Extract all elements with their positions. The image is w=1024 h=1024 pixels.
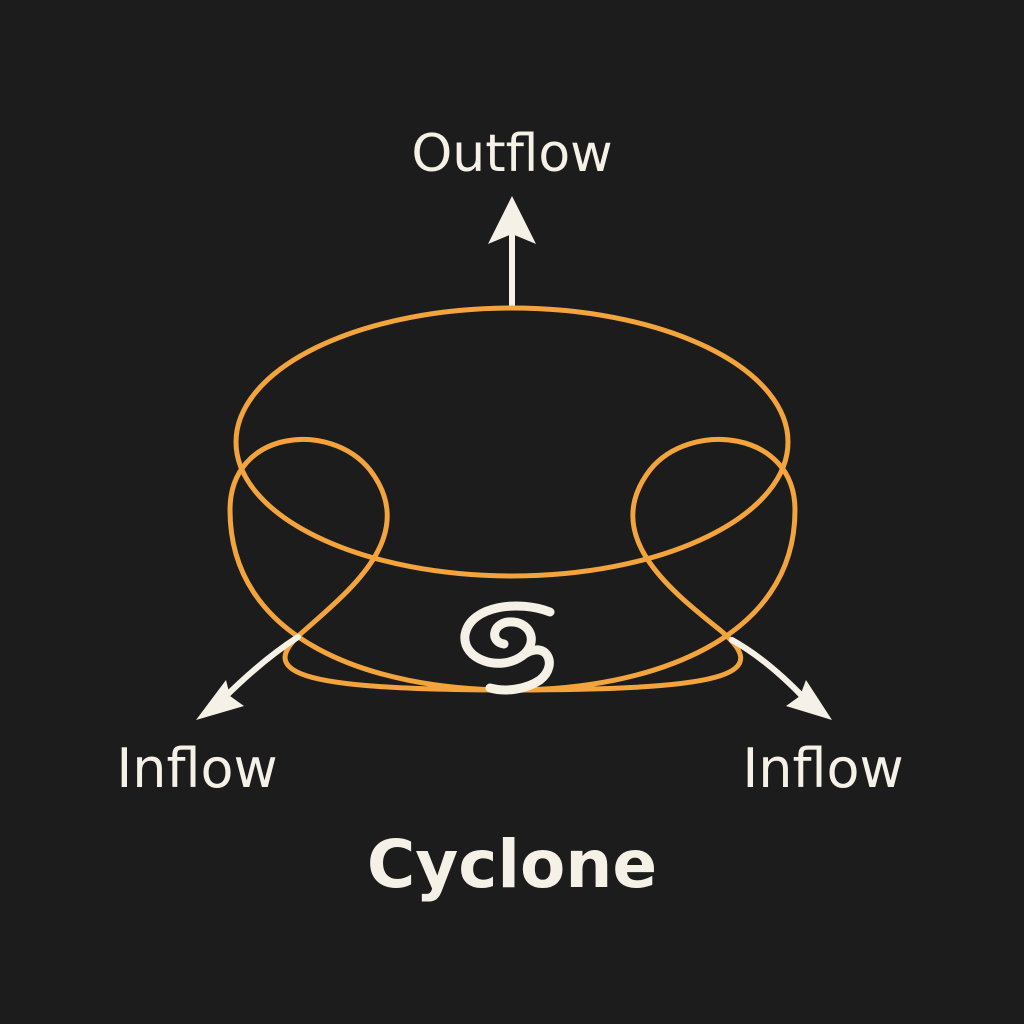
diagram-title: Cyclone xyxy=(366,826,658,903)
inflow-label-right: Inflow xyxy=(742,737,904,800)
cyclone-swirl-icon xyxy=(460,601,555,695)
inflow-arrow-left xyxy=(196,634,301,720)
lower-ring xyxy=(227,437,798,693)
upper-ring xyxy=(233,305,791,579)
outflow-label: Outflow xyxy=(411,124,613,184)
inflow-label-left: Inflow xyxy=(116,737,278,800)
inflow-arrow-right xyxy=(729,637,832,720)
outflow-arrow xyxy=(488,196,536,309)
